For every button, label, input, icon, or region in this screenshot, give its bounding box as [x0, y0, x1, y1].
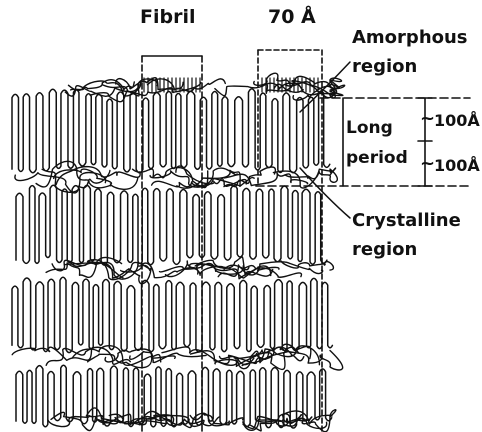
crystalline-region-label-line2: region — [352, 241, 417, 259]
lower-spacing-label: 100Å — [434, 158, 480, 174]
long-period-label-line2: period — [346, 150, 408, 167]
upper-spacing-label: 100Å — [434, 113, 480, 129]
lamella-folds — [16, 185, 327, 265]
amorphous-tangle — [273, 168, 335, 188]
lamella-folds — [12, 89, 330, 173]
crystalline-region-label-line1: Crystalline — [352, 212, 461, 230]
amorphous-region-label-line2: region — [352, 58, 417, 76]
amorphous-tangle — [72, 346, 161, 366]
polymer-chains — [12, 73, 345, 432]
fibril-width-label: 70 Å — [268, 8, 316, 27]
amorphous-tangle — [12, 347, 91, 360]
approx-symbol-upper: ~ — [420, 110, 435, 128]
amorphous-region-label-line1: Amorphous — [352, 29, 468, 47]
approx-symbol-lower: ~ — [420, 155, 435, 173]
long-period-label-line1: Long — [346, 120, 393, 137]
fibril-label: Fibril — [140, 8, 196, 27]
lamella-folds — [12, 277, 332, 352]
amorphous-tangle — [162, 347, 254, 365]
